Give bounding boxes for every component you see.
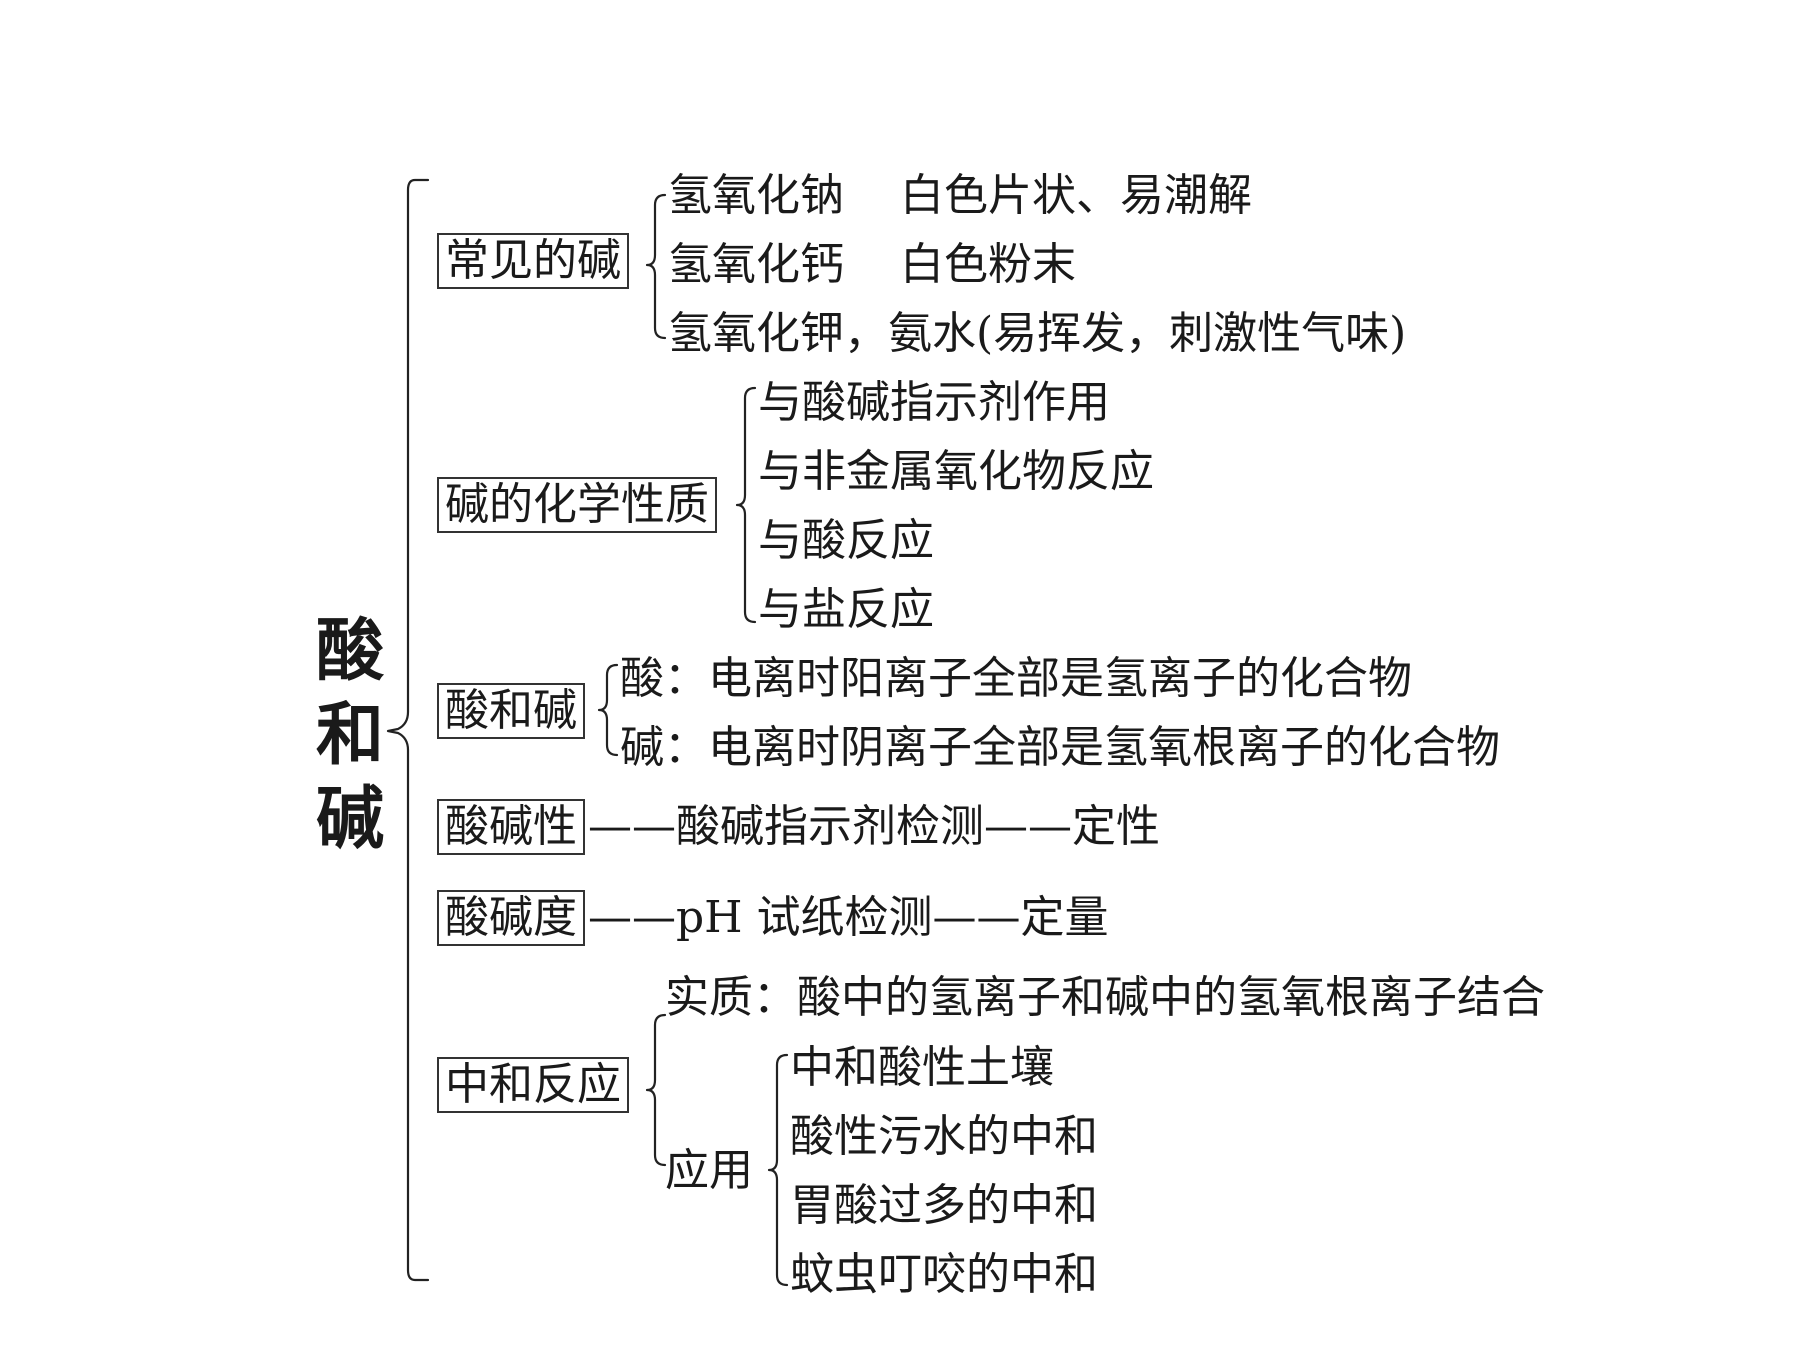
root-char: 和 [315, 696, 384, 775]
node-common-bases: 常见的碱 [437, 233, 629, 289]
brace-chem-props [735, 386, 757, 624]
chem-prop-item: 与非金属氧化物反应 [758, 446, 1154, 497]
node-ph-degree: 酸碱度 [437, 890, 585, 946]
brace-common-bases [645, 193, 667, 340]
acid-definition: 酸：电离时阳离子全部是氢离子的化合物 [620, 653, 1412, 704]
node-base-chem-props: 碱的化学性质 [437, 477, 717, 533]
base-definition: 碱：电离时阴离子全部是氢氧根离子的化合物 [620, 722, 1500, 773]
brace-application [767, 1053, 789, 1287]
item-caoh2-name: 氢氧化钙 [668, 239, 844, 290]
node-neutralization: 中和反应 [437, 1057, 629, 1113]
acidity-detail: ——酸碱指示剂检测——定性 [588, 801, 1160, 852]
brace-acid-base [597, 663, 619, 757]
chem-prop-item: 与酸碱指示剂作用 [758, 377, 1110, 428]
node-acidity: 酸碱性 [437, 799, 585, 855]
node-acid-and-base: 酸和碱 [437, 683, 585, 739]
item-naoh-name: 氢氧化钠 [668, 170, 844, 221]
application-item: 蚊虫叮咬的中和 [790, 1249, 1098, 1300]
root-char: 酸 [315, 612, 384, 691]
item-caoh2-desc: 白色粉末 [900, 239, 1076, 290]
main-bracket [386, 178, 430, 1282]
application-item: 胃酸过多的中和 [790, 1180, 1098, 1231]
root-label: 酸 和 碱 [312, 610, 388, 862]
neutralization-essence: 实质：酸中的氢离子和碱中的氢氧根离子结合 [665, 972, 1545, 1023]
chem-prop-item: 与盐反应 [758, 584, 934, 635]
item-naoh-desc: 白色片状、易潮解 [900, 170, 1252, 221]
application-item: 中和酸性土壤 [790, 1042, 1054, 1093]
chem-prop-item: 与酸反应 [758, 515, 934, 566]
ph-degree-detail: ——pH 试纸检测——定量 [588, 892, 1109, 943]
item-koh-ammonia: 氢氧化钾，氨水(易挥发，刺激性气味) [668, 308, 1407, 359]
brace-neutralization [645, 1013, 667, 1167]
application-item: 酸性污水的中和 [790, 1111, 1098, 1162]
root-char: 碱 [315, 780, 384, 859]
application-label: 应用 [665, 1145, 753, 1196]
